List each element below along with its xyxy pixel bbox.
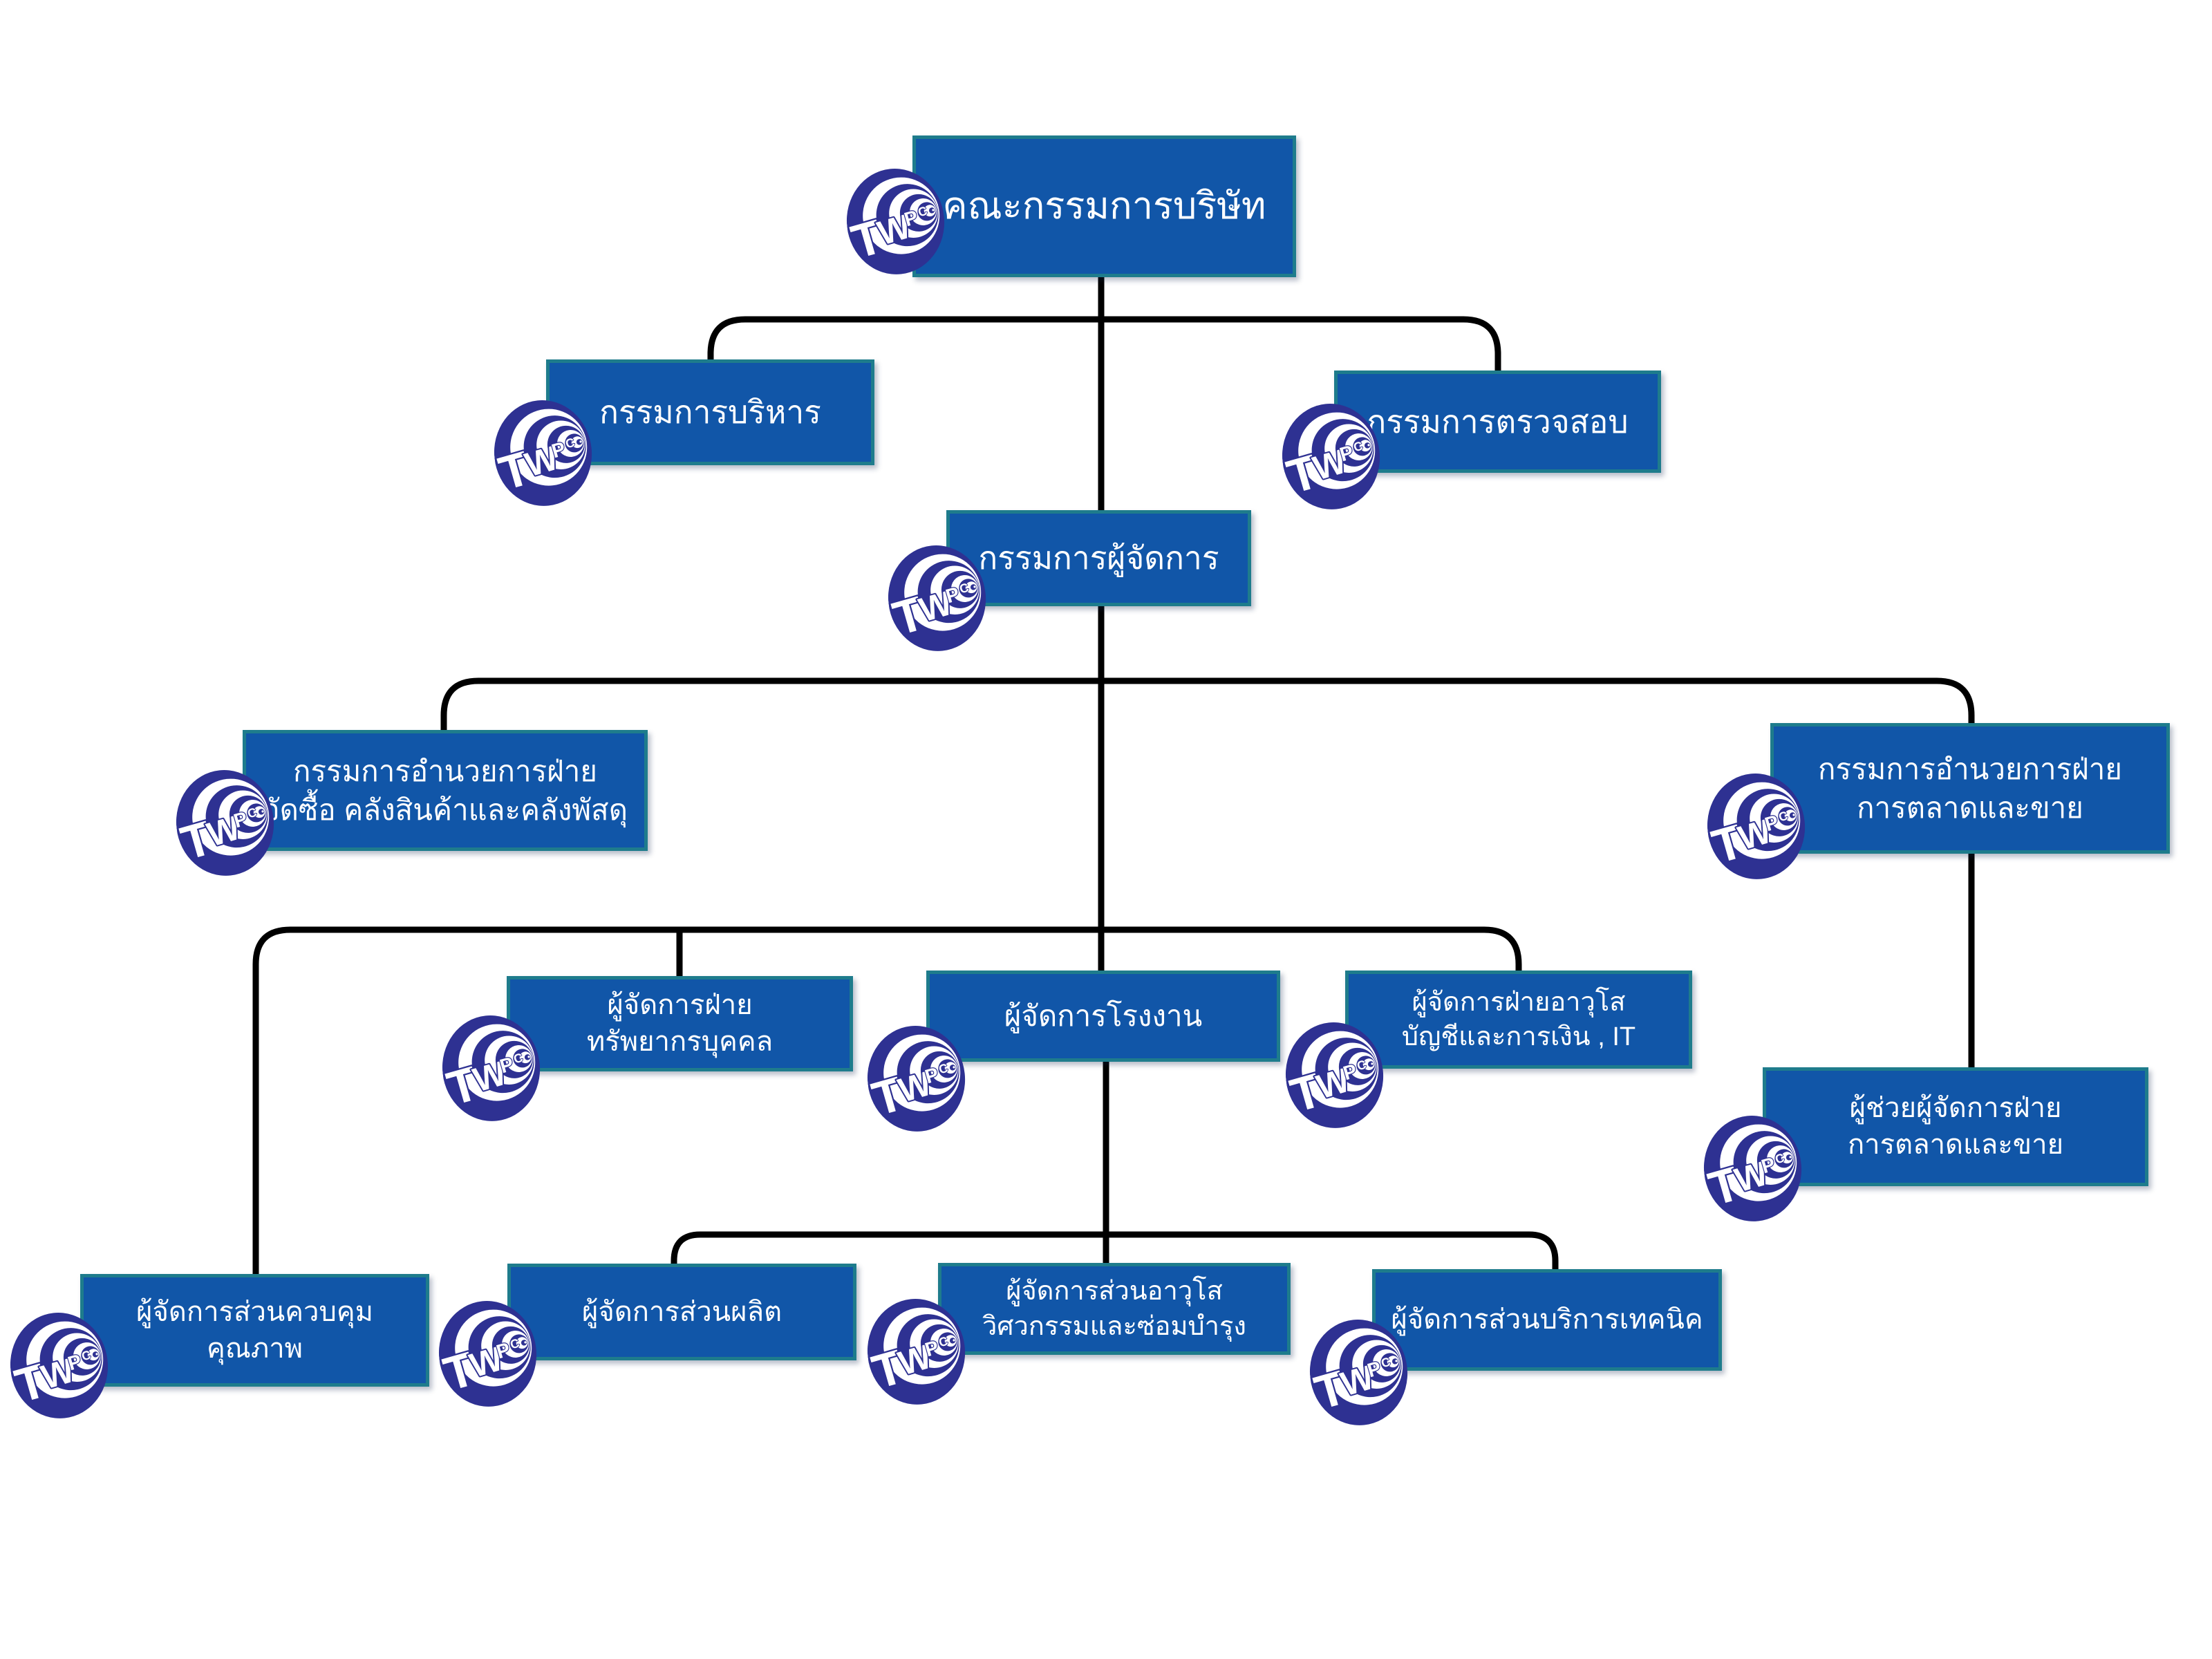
twpc-logo-icon: [1304, 1313, 1419, 1432]
org-node-label: ผู้จัดการฝ่าย ทรัพยากรบุคคล: [586, 990, 774, 1057]
org-node-label: ผู้จัดการฝ่ายอาวุโส บัญชีและการเงิน , IT: [1401, 987, 1636, 1051]
org-node-label: กรรมการอำนวยการฝ่าย จัดซื้อ คลังสินค้าแล…: [263, 755, 628, 826]
twpc-logo-icon: [1698, 1109, 1813, 1228]
org-node-label: ผู้จัดการส่วนอาวุโส วิศวกรรมและซ่อมบำรุง: [982, 1277, 1246, 1341]
org-node-label: คณะกรรมการบริษัท: [942, 185, 1266, 227]
org-node-label: ผู้จัดการส่วนควบคุมคุณภาพ: [136, 1296, 373, 1364]
connector-sections-branch: [671, 1231, 1559, 1275]
org-node-label: ผู้จัดการส่วนบริการเทคนิค: [1391, 1304, 1703, 1335]
org-node-assistant-marketing-sales-manager: ผู้ช่วยผู้จัดการฝ่าย การตลาดและขาย: [1763, 1067, 2148, 1186]
org-node-senior-engineering-maintenance-manager: ผู้จัดการส่วนอาวุโส วิศวกรรมและซ่อมบำรุง: [938, 1263, 1291, 1355]
connector-directors-branch: [440, 677, 1975, 736]
twpc-logo-icon: [883, 538, 997, 658]
org-node-board-of-directors: คณะกรรมการบริษัท: [912, 135, 1296, 277]
twpc-logo-icon: [489, 393, 603, 513]
org-node-quality-control-section-manager: ผู้จัดการส่วนควบคุมคุณภาพ: [80, 1274, 429, 1387]
org-node-label: ผู้จัดการโรงงาน: [1004, 1000, 1203, 1033]
org-node-label: กรรมการตรวจสอบ: [1367, 403, 1629, 440]
connector-managers-branch: [252, 926, 1522, 1280]
org-node-audit-committee: กรรมการตรวจสอบ: [1334, 371, 1661, 473]
org-node-technical-service-section-manager: ผู้จัดการส่วนบริการเทคนิค: [1372, 1269, 1722, 1371]
org-node-production-section-manager: ผู้จัดการส่วนผลิต: [507, 1264, 856, 1360]
org-node-label: กรรมการผู้จัดการ: [978, 540, 1219, 577]
org-node-label: กรรมการบริหาร: [599, 394, 821, 431]
twpc-logo-icon: [1277, 397, 1391, 516]
twpc-logo-icon: [862, 1292, 977, 1412]
twpc-logo-icon: [433, 1294, 548, 1414]
twpc-logo-icon: [1702, 767, 1817, 886]
org-node-managing-director: กรรมการผู้จัดการ: [946, 510, 1251, 606]
org-node-marketing-sales-director: กรรมการอำนวยการฝ่าย การตลาดและขาย: [1770, 723, 2170, 854]
connector-committees-branch: [707, 316, 1501, 377]
org-node-purchasing-warehouse-director: กรรมการอำนวยการฝ่าย จัดซื้อ คลังสินค้าแล…: [243, 730, 648, 851]
twpc-logo-icon: [841, 162, 956, 281]
org-node-label: ผู้จัดการส่วนผลิต: [581, 1296, 782, 1327]
org-node-hr-department-manager: ผู้จัดการฝ่าย ทรัพยากรบุคคล: [507, 976, 853, 1071]
org-node-senior-accounting-finance-it-manager: ผู้จัดการฝ่ายอาวุโส บัญชีและการเงิน , IT: [1345, 971, 1692, 1069]
org-node-factory-manager: ผู้จัดการโรงงาน: [926, 971, 1280, 1062]
twpc-logo-icon: [5, 1306, 120, 1425]
org-node-executive-committee: กรรมการบริหาร: [546, 359, 874, 465]
twpc-logo-icon: [862, 1019, 977, 1138]
twpc-logo-icon: [171, 763, 285, 883]
org-node-label: กรรมการอำนวยการฝ่าย การตลาดและขาย: [1818, 753, 2122, 824]
twpc-logo-icon: [1280, 1015, 1395, 1135]
twpc-logo-icon: [437, 1009, 552, 1128]
org-node-label: ผู้ช่วยผู้จัดการฝ่าย การตลาดและขาย: [1847, 1093, 2064, 1160]
